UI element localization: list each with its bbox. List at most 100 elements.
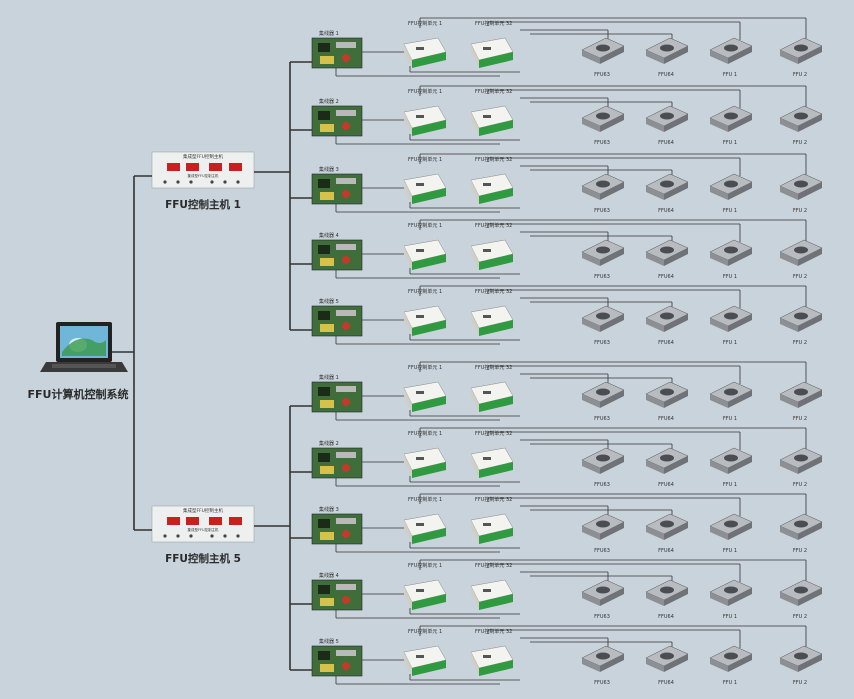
- ffu-side-left: [780, 658, 798, 672]
- ffu-side-right: [728, 588, 752, 606]
- collector-connector: [320, 324, 334, 332]
- ffu-fan: [660, 520, 674, 528]
- ffu-fan: [660, 652, 674, 660]
- ffu-fan: [596, 312, 610, 320]
- host-button: [189, 180, 193, 184]
- collector-chip: [318, 311, 330, 320]
- ffu-side-left: [710, 592, 728, 606]
- ffu-fan: [794, 44, 808, 52]
- collector-capacitor: [342, 464, 350, 472]
- ffu-fan: [794, 586, 808, 594]
- ffu-side-right: [664, 522, 688, 540]
- ffu-unit-icon: FFU63: [581, 579, 625, 620]
- collector-board: [311, 305, 363, 337]
- collector-capacitor: [342, 662, 350, 670]
- collector-connector: [320, 598, 334, 606]
- collector-connector: [320, 400, 334, 408]
- ffu-side-left: [780, 252, 798, 266]
- ffu-unit-icon: FFU 1: [709, 105, 753, 146]
- ffu-unit-icon: FFU63: [581, 105, 625, 146]
- host-label: FFU控制主机 1: [165, 198, 241, 211]
- collector-terminal: [336, 42, 356, 48]
- unit-logo: [483, 589, 491, 592]
- control-unit: FFU控制单元 32: [470, 156, 514, 204]
- ffu-side-right: [600, 114, 624, 132]
- ffu-side-right: [600, 390, 624, 408]
- host-button: [163, 180, 167, 184]
- unit-side: [404, 112, 412, 136]
- unit-side: [471, 180, 479, 204]
- host-button: [223, 180, 227, 184]
- collector-capacitor: [342, 54, 350, 62]
- ffu-side-right: [664, 248, 688, 266]
- collector-capacitor: [342, 256, 350, 264]
- collector-board: [311, 447, 363, 479]
- ffu-label: FFU63: [594, 274, 610, 280]
- control-unit: FFU控制单元 1: [403, 628, 447, 676]
- collector-terminal: [336, 584, 356, 590]
- unit-side: [404, 586, 412, 610]
- ffu-label: FFU63: [594, 208, 610, 214]
- collector-chip: [318, 651, 330, 660]
- host-panel-subtitle: 集成型FFU控制主机: [187, 173, 219, 178]
- ffu-side-left: [646, 658, 664, 672]
- ffu-label: FFU 2: [793, 340, 807, 346]
- control-unit-label: FFU控制单元 1: [408, 364, 442, 371]
- unit-side: [404, 312, 412, 336]
- ffu-label: FFU 2: [793, 614, 807, 620]
- ffu-side-right: [600, 314, 624, 332]
- control-unit-label: FFU控制单元 1: [408, 222, 442, 229]
- collector-capacitor: [342, 398, 350, 406]
- unit-side: [471, 652, 479, 676]
- ffu-side-right: [728, 314, 752, 332]
- ffu-side-left: [780, 118, 798, 132]
- ffu-label: FFU 1: [723, 680, 737, 686]
- control-unit: FFU控制单元 1: [403, 562, 447, 610]
- collector-label: 集线器 4: [319, 572, 339, 579]
- ffu-fan: [724, 454, 738, 462]
- ffu-side-left: [582, 526, 600, 540]
- unit-terminal-strip: [412, 528, 446, 544]
- host-red-display: [209, 517, 222, 525]
- ffu-label: FFU63: [594, 340, 610, 346]
- ffu-label: FFU 2: [793, 72, 807, 78]
- unit-terminal-strip: [412, 396, 446, 412]
- unit-logo: [416, 47, 424, 50]
- ffu-fan: [724, 44, 738, 52]
- ffu-side-left: [646, 394, 664, 408]
- ffu-side-left: [710, 318, 728, 332]
- unit-terminal-strip: [479, 254, 513, 270]
- ffu-unit-icon: FFU 2: [779, 37, 823, 78]
- control-unit: FFU控制单元 1: [403, 20, 447, 68]
- unit-side: [404, 388, 412, 412]
- ffu-side-left: [582, 394, 600, 408]
- unit-logo: [416, 183, 424, 186]
- ffu-fan: [660, 454, 674, 462]
- ffu-side-left: [582, 460, 600, 474]
- ffu-unit-icon: FFU63: [581, 239, 625, 280]
- ffu-unit-icon: FFU63: [581, 447, 625, 488]
- ffu-label: FFU64: [658, 416, 674, 422]
- ffu-unit-icon: FFU 2: [779, 513, 823, 554]
- unit-logo: [416, 457, 424, 460]
- ffu-unit-icon: FFU 1: [709, 447, 753, 488]
- ffu-label: FFU 2: [793, 548, 807, 554]
- ffu-unit-icon: FFU 2: [779, 579, 823, 620]
- ffu-side-left: [646, 50, 664, 64]
- ffu-unit-icon: FFU 1: [709, 513, 753, 554]
- control-unit-label: FFU控制单元 1: [408, 628, 442, 635]
- ffu-unit-icon: FFU 1: [709, 173, 753, 214]
- ffu-fan: [596, 112, 610, 120]
- ffu-side-left: [646, 460, 664, 474]
- host-button: [176, 534, 180, 538]
- ffu-label: FFU64: [658, 482, 674, 488]
- ffu-unit-icon: FFU64: [645, 305, 689, 346]
- unit-terminal-strip: [479, 52, 513, 68]
- ffu-side-left: [780, 394, 798, 408]
- control-unit: FFU控制单元 32: [470, 430, 514, 478]
- host-button: [176, 180, 180, 184]
- control-unit: FFU控制单元 1: [403, 222, 447, 270]
